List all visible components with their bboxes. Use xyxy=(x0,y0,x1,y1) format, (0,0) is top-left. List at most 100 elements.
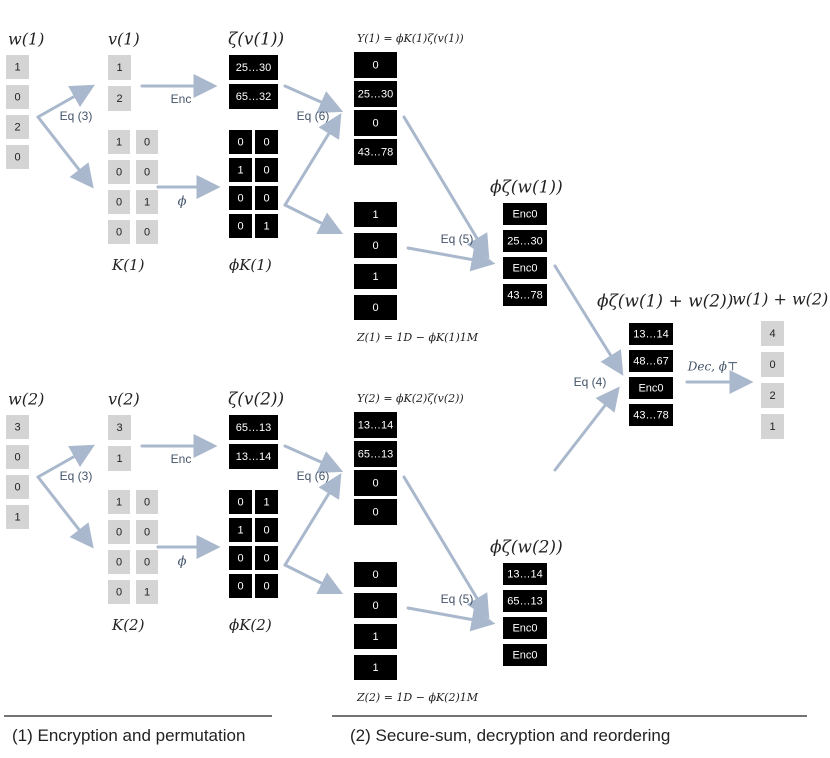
v-vector-value: 2 xyxy=(116,93,122,105)
phi-zeta-w-vector-value: 25…30 xyxy=(507,235,542,247)
w-vector-value: 0 xyxy=(14,481,20,493)
phi-zeta-w-vector-cell xyxy=(503,617,547,639)
k-matrix-cell xyxy=(108,160,130,184)
final-vector-cell xyxy=(761,383,784,408)
phi-k-to-z-arrow xyxy=(283,563,344,595)
phi-k-matrix-cell xyxy=(255,186,278,210)
w-vector-value: 3 xyxy=(14,421,20,433)
phi-k-matrix-cell xyxy=(229,490,252,514)
z-vector-value: 1 xyxy=(372,209,378,221)
y-to-result-arrow xyxy=(402,475,490,619)
w-vector-title: w(1) xyxy=(8,30,44,49)
final-vector-cell xyxy=(761,321,784,346)
v-vector-value: 1 xyxy=(116,453,122,465)
eq6-to-y-arrow xyxy=(283,444,344,474)
k-matrix-value: 0 xyxy=(144,226,150,238)
w-vector-cell xyxy=(6,475,29,499)
phi-zeta-w-vector-cell xyxy=(503,563,547,585)
phi-k-matrix-cell xyxy=(229,214,252,238)
k-matrix-label: K(1) xyxy=(111,256,145,274)
v-vector-cell xyxy=(108,415,131,440)
k-matrix-cell xyxy=(136,220,158,244)
k-matrix-value: 0 xyxy=(116,226,122,238)
y-vector-cell xyxy=(354,441,397,467)
right-section-caption: (2) Secure-sum, decryption and reorderin… xyxy=(350,726,670,745)
zeta-v-vector-cell xyxy=(229,84,278,109)
final-vector-value: 0 xyxy=(769,359,775,371)
phi-k-matrix-cell xyxy=(255,518,278,542)
phi-zeta-w-vector-cell xyxy=(503,644,547,666)
k-matrix-value: 1 xyxy=(116,496,122,508)
y-vector-value: 13…14 xyxy=(358,419,393,431)
zeta-v-vector-cell xyxy=(229,444,278,469)
z-vector-cell xyxy=(354,233,397,258)
final-vector-cell xyxy=(761,414,784,439)
bottom-to-sum-arrow xyxy=(553,386,620,472)
sum-vector-cell xyxy=(629,350,673,372)
y-vector-cell xyxy=(354,110,397,136)
phi-zeta-w-vector-cell xyxy=(503,590,547,612)
y-vector-title: Y(2) = ϕK(2)ζ(v(2)) xyxy=(357,392,464,405)
k-matrix-cell xyxy=(136,550,158,574)
phi-k-matrix-value: 1 xyxy=(237,524,243,536)
k-matrix-cell xyxy=(108,190,130,214)
enc-label: Enc xyxy=(171,452,192,466)
phi-zeta-w-vector-cell xyxy=(503,284,547,306)
phi-zeta-w-vector-value: 13…14 xyxy=(507,568,542,580)
v-vector-cell xyxy=(108,55,131,80)
k-matrix-value: 0 xyxy=(144,526,150,538)
zeta-v-vector-cell xyxy=(229,55,278,80)
k-matrix-value: 0 xyxy=(144,496,150,508)
w-vector-cell xyxy=(6,415,29,439)
v-vector-value: 3 xyxy=(116,422,122,434)
y-vector-cell xyxy=(354,470,397,496)
zeta-v-vector-cell xyxy=(229,415,278,440)
zeta-v-title: ζ(v(2)) xyxy=(228,390,284,410)
eq3-lower-arrow xyxy=(36,475,94,549)
phi-k-matrix-cell xyxy=(229,546,252,570)
z-vector-label: Z(2) = 1D − ϕK(2)1M xyxy=(356,691,479,704)
z-vector-value: 1 xyxy=(372,662,378,674)
phi-k-label: ϕK(1) xyxy=(229,256,272,274)
phi-k-matrix-value: 1 xyxy=(263,496,269,508)
w-vector-cell xyxy=(6,115,29,139)
w-vector-value: 1 xyxy=(14,511,20,523)
sum-vector-cell xyxy=(629,323,673,345)
phi-k-matrix-cell xyxy=(255,130,278,154)
k-matrix-value: 0 xyxy=(144,556,150,568)
eq6-label: Eq (6) xyxy=(297,109,330,123)
phi-k-matrix-cell xyxy=(255,214,278,238)
phi-zeta-w-vector-cell xyxy=(503,230,547,252)
eq6-to-y-arrow xyxy=(283,84,344,114)
k-matrix-cell xyxy=(136,580,158,604)
y-vector-cell xyxy=(354,499,397,525)
k-matrix-cell xyxy=(136,490,158,514)
phi-k-matrix-cell xyxy=(255,158,278,182)
v-vector-value: 1 xyxy=(116,62,122,74)
k-matrix-value: 0 xyxy=(116,586,122,598)
phi-zeta-w-vector-value: Enc0 xyxy=(512,262,537,274)
eq3-upper-arrow xyxy=(36,84,95,119)
dec-label: Dec, ϕ⊤ xyxy=(687,360,739,374)
y-vector-cell xyxy=(354,81,397,107)
z-to-result-arrow xyxy=(406,606,496,632)
phi-k-matrix-cell xyxy=(229,518,252,542)
phi-k-matrix-cell xyxy=(229,130,252,154)
phi-k-matrix-value: 0 xyxy=(237,552,243,564)
y-vector-value: 0 xyxy=(372,117,378,129)
y-vector-value: 65…13 xyxy=(358,448,393,460)
phi-k-matrix-cell xyxy=(229,186,252,210)
phi-k-matrix-cell xyxy=(255,490,278,514)
y-vector-value: 43…78 xyxy=(358,146,393,158)
y-to-result-arrow xyxy=(402,115,490,259)
z-vector-cell xyxy=(354,202,397,227)
phi-k-matrix-value: 1 xyxy=(263,220,269,232)
phi-k-label: ϕK(2) xyxy=(229,616,272,634)
zeta-v-vector-value: 65…13 xyxy=(236,422,271,434)
y-vector-value: 0 xyxy=(372,506,378,518)
phi-zeta-w-vector-value: Enc0 xyxy=(512,649,537,661)
eq3-label: Eq (3) xyxy=(60,109,93,123)
zeta-v-vector-value: 65…32 xyxy=(236,91,271,103)
